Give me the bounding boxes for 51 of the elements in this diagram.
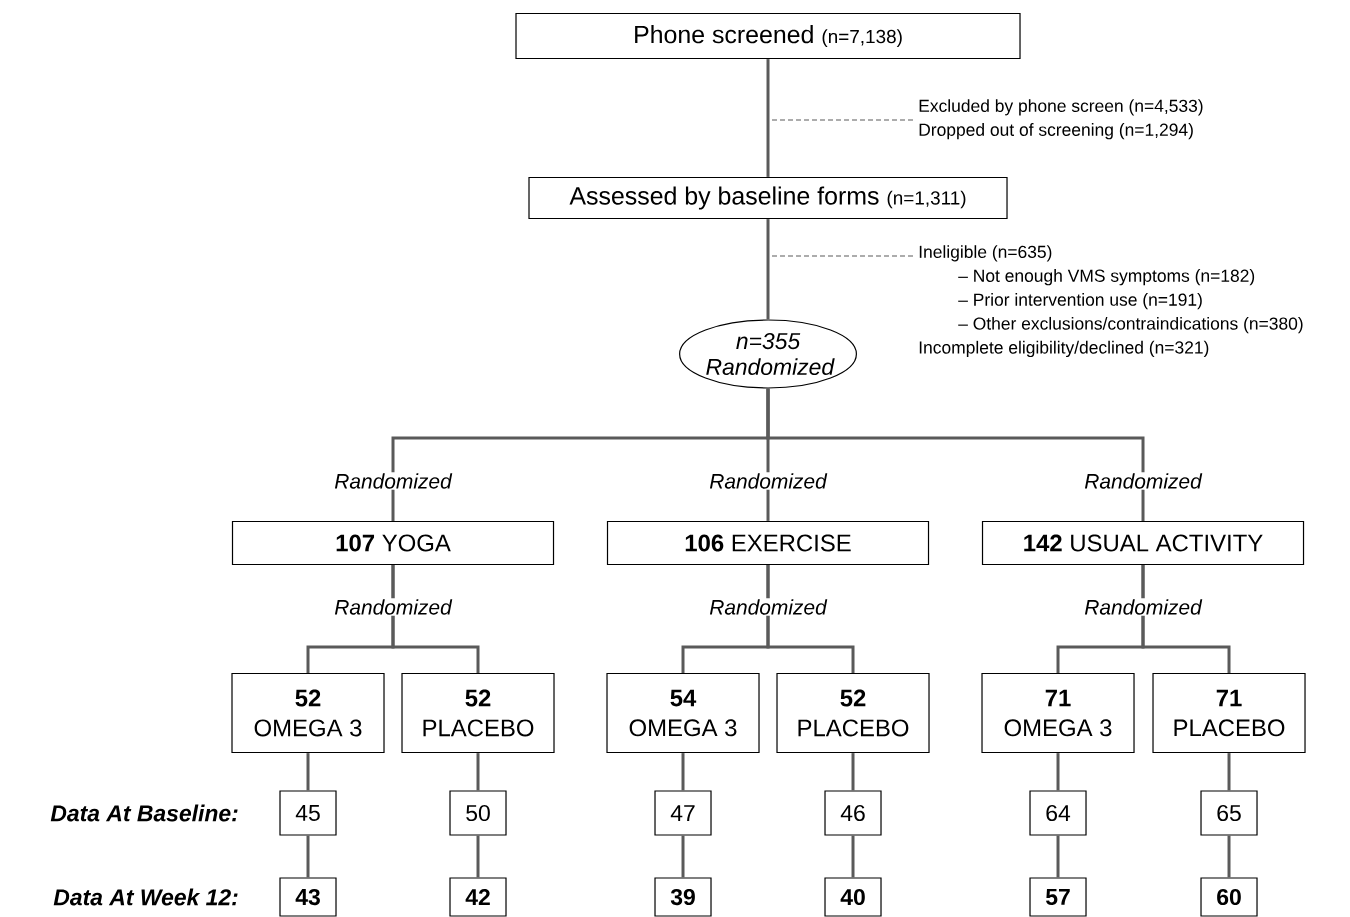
edge-label: Randomized [708,598,828,616]
exclusion-text: Ineligible (n=635) – Not enough VMS symptoms (n=182) – Prior intervention use (n=191) – Other exclusions/contraindications (n=380) Incomplete eligibility/declined (n=321) [919,245,1303,358]
connector-line [851,835,855,878]
connector-line [1141,565,1231,673]
connector-line [766,219,770,320]
connector-line [1227,753,1231,791]
arm-box: 71 OMEGA 3 [981,672,1135,754]
edge-label: Randomized [1083,598,1203,616]
count-box: 43 [279,877,337,917]
connector-line [681,835,685,878]
edge-label: Randomized [333,472,453,490]
connector-line [306,753,310,791]
edge-label: Randomized [1083,472,1203,490]
count-box: 47 [654,790,712,836]
connector-line [1227,835,1231,878]
count-box: 50 [449,790,507,836]
connector-line [851,753,855,791]
exclusion-text: Excluded by phone screen (n=4,533) Dropped out of screening (n=1,294) [919,99,1203,140]
count-box: 42 [449,877,507,917]
row-label: Data At Week 12: [53,888,238,906]
count-box: 39 [654,877,712,917]
edge-label: Randomized [708,472,828,490]
edge-label: Randomized [333,598,453,616]
connector-line [476,835,480,878]
count-box: 40 [824,877,882,917]
count-box: 64 [1029,790,1087,836]
count-box: 65 [1200,790,1258,836]
connector-line [476,753,480,791]
arm-box: 52 PLACEBO [776,672,930,754]
connector-line [306,835,310,878]
process-box: Phone screened (n=7,138) [515,12,1021,60]
group-box: 142 USUAL ACTIVITY [981,520,1305,566]
connector-line [766,565,855,673]
connector-line [1056,835,1060,878]
group-box: 107 YOGA [231,520,555,566]
connector-line [1056,753,1060,791]
process-box: Assessed by baseline forms (n=1,311) [528,176,1008,220]
count-box: 60 [1200,877,1258,917]
arm-box: 52 PLACEBO [401,672,555,754]
connector-line [681,753,685,791]
count-box: 46 [824,790,882,836]
connector-line [766,388,1145,521]
arm-box: 71 PLACEBO [1152,672,1306,754]
count-box: 57 [1029,877,1087,917]
arm-box: 52 OMEGA 3 [231,672,385,754]
group-box: 106 EXERCISE [606,520,930,566]
connector-line [391,565,480,673]
row-label: Data At Baseline: [50,804,238,822]
count-box: 45 [279,790,337,836]
arm-box: 54 OMEGA 3 [606,672,760,754]
connector-line [766,59,770,177]
